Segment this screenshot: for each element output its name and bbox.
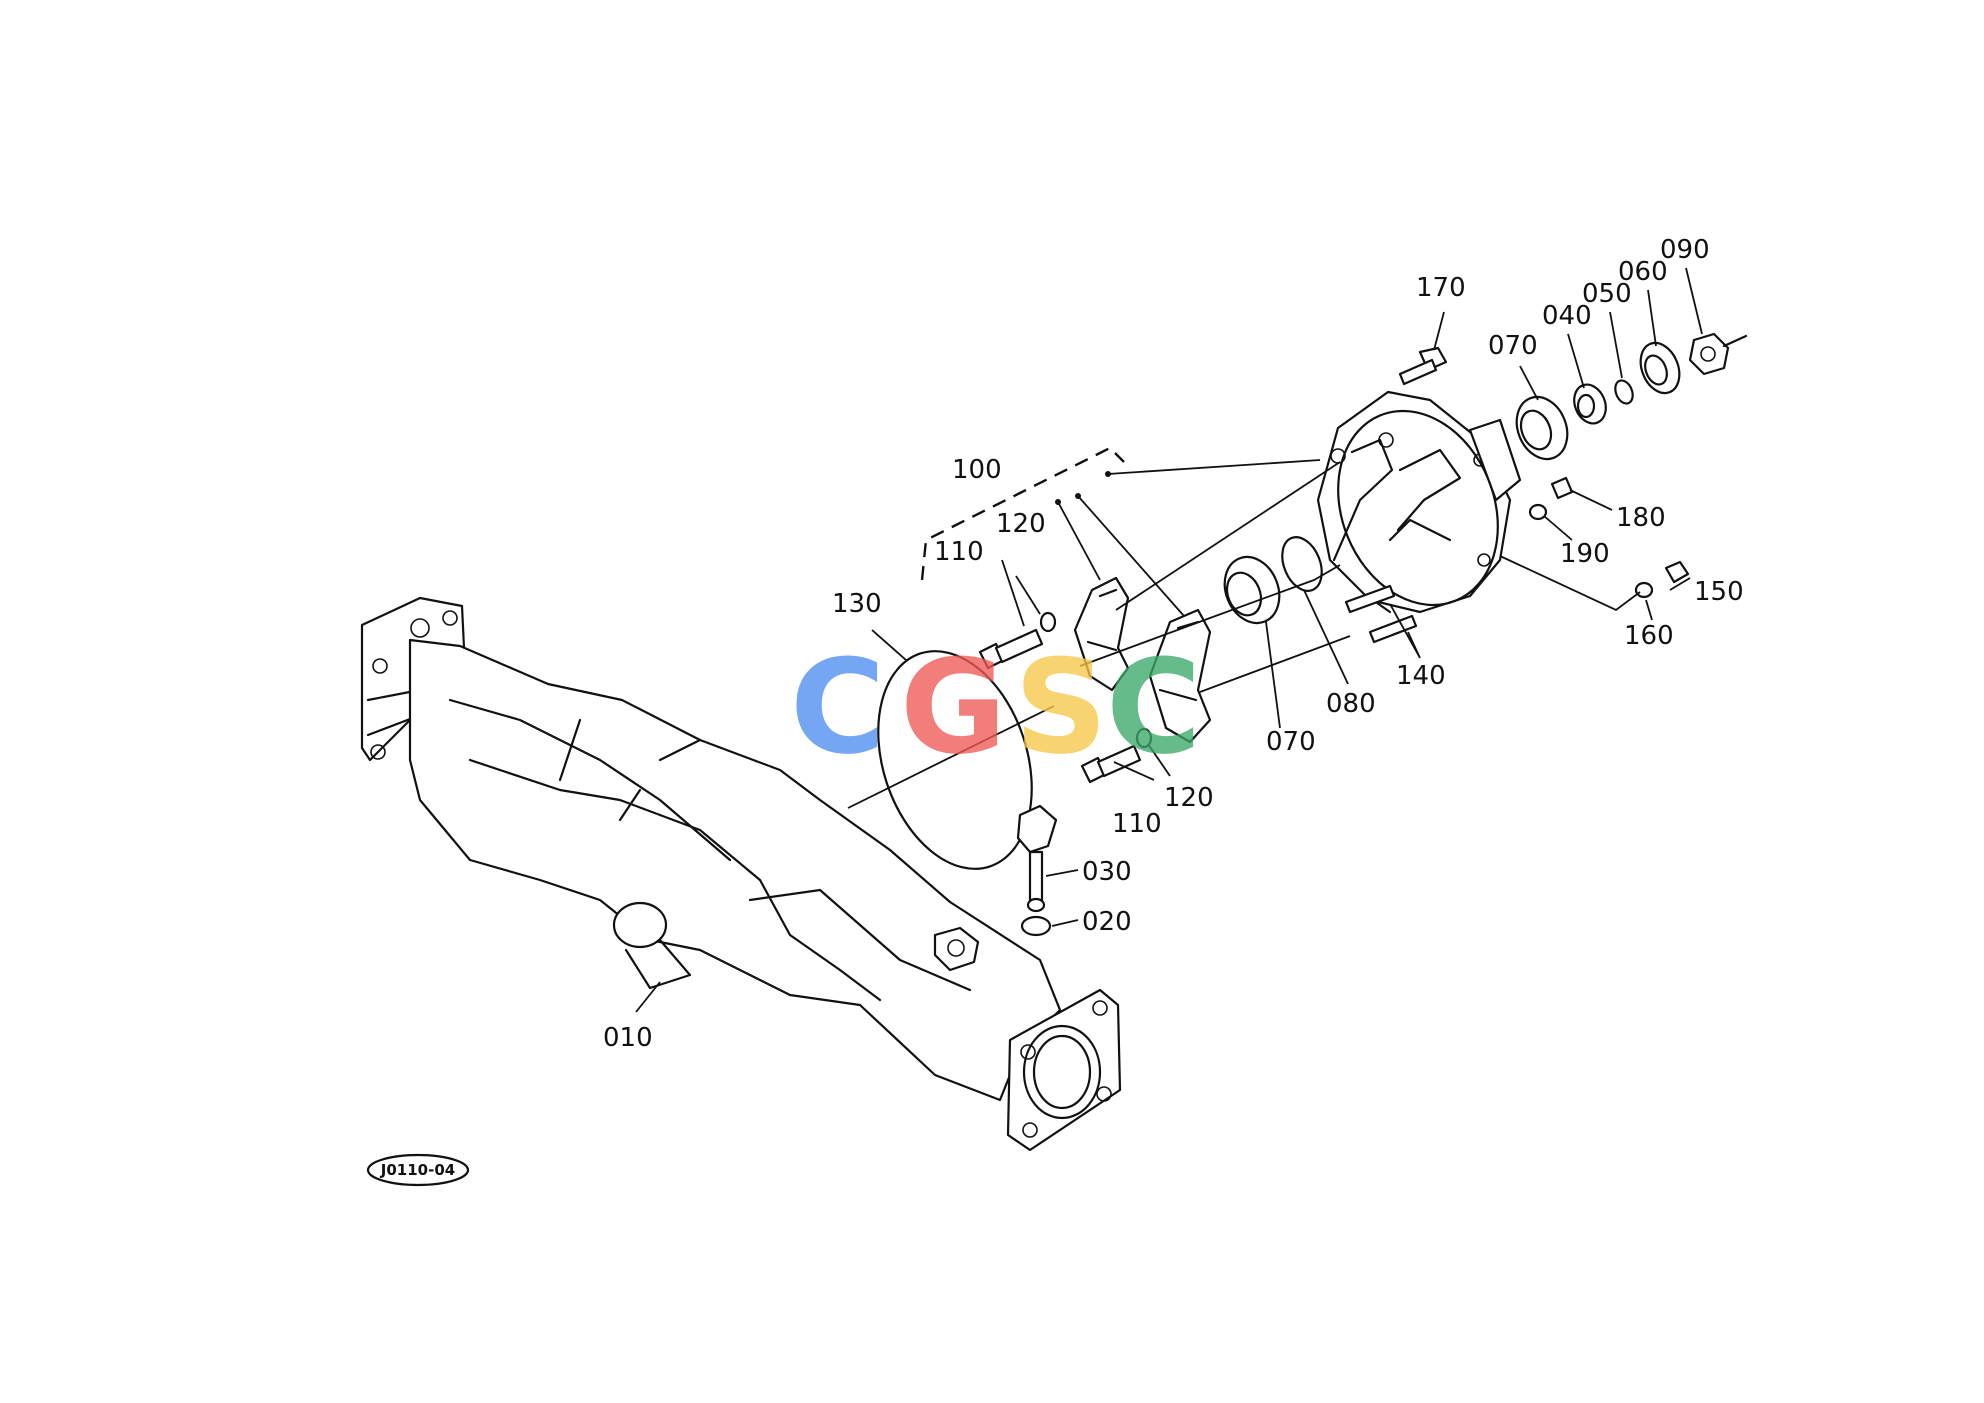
group-bracket-100 bbox=[920, 446, 1125, 581]
callout-110-lower: 110 bbox=[1112, 809, 1162, 839]
callout-060: 060 bbox=[1618, 257, 1668, 287]
bearing-inner bbox=[1223, 555, 1281, 625]
callout-080: 080 bbox=[1326, 689, 1376, 719]
oil-seal-ring bbox=[1281, 536, 1323, 592]
seal-060 bbox=[1639, 341, 1681, 395]
washer-190 bbox=[1528, 503, 1548, 521]
o-ring bbox=[877, 650, 1033, 870]
cap-bolt-lower bbox=[1080, 744, 1142, 784]
cap-washer-upper bbox=[1039, 611, 1057, 633]
callout-120-lower: 120 bbox=[1164, 783, 1214, 813]
nut-090 bbox=[1688, 332, 1730, 376]
leader-lines bbox=[635, 267, 1703, 1013]
drain-plug bbox=[1016, 804, 1058, 913]
drawing-code: J0110-04 bbox=[380, 1161, 455, 1179]
watermark-letter-2: G bbox=[900, 631, 1007, 783]
axle-housing bbox=[360, 596, 1122, 1152]
washer-160 bbox=[1634, 581, 1654, 599]
nut-150 bbox=[1664, 560, 1690, 584]
callout-040: 040 bbox=[1542, 301, 1592, 331]
watermark-letter-4: C bbox=[1106, 631, 1201, 783]
callout-180: 180 bbox=[1616, 503, 1666, 533]
bearing-040 bbox=[1573, 383, 1607, 425]
bolt-170 bbox=[1398, 346, 1448, 386]
callout-070-outer: 070 bbox=[1488, 331, 1538, 361]
callout-030: 030 bbox=[1082, 857, 1132, 887]
cap-washer-lower bbox=[1135, 727, 1153, 749]
watermark-letter-1: C bbox=[790, 631, 885, 783]
callout-110-upper: 110 bbox=[934, 537, 984, 567]
callout-190: 190 bbox=[1560, 539, 1610, 569]
callout-100: 100 bbox=[952, 455, 1002, 485]
cap-bolt-upper bbox=[978, 628, 1044, 670]
stud-upper bbox=[1344, 584, 1396, 614]
drain-washer bbox=[1020, 915, 1052, 937]
watermark-letter-3: S bbox=[1014, 631, 1108, 783]
callout-170: 170 bbox=[1416, 273, 1466, 303]
callout-140: 140 bbox=[1396, 661, 1446, 691]
callout-090: 090 bbox=[1660, 235, 1710, 265]
callout-120-upper: 120 bbox=[996, 509, 1046, 539]
callout-050: 050 bbox=[1582, 279, 1632, 309]
callout-020: 020 bbox=[1082, 907, 1132, 937]
callout-130: 130 bbox=[832, 589, 882, 619]
spacer-ring-050 bbox=[1614, 379, 1634, 405]
callout-160: 160 bbox=[1624, 621, 1674, 651]
bolt-180 bbox=[1550, 476, 1574, 500]
callout-labels: 010 020 030 130 110 120 100 110 120 070 … bbox=[603, 235, 1744, 1053]
callout-150: 150 bbox=[1694, 577, 1744, 607]
bearing-outer bbox=[1515, 395, 1569, 461]
stud-lower bbox=[1368, 614, 1418, 644]
bearing-cap-right bbox=[1148, 608, 1212, 744]
callout-010: 010 bbox=[603, 1023, 653, 1053]
drawing-code-badge: J0110-04 bbox=[366, 1153, 470, 1187]
differential-carrier bbox=[1316, 390, 1522, 614]
callout-070-inner: 070 bbox=[1266, 727, 1316, 757]
cgsc-watermark: C G S C bbox=[790, 631, 1201, 783]
